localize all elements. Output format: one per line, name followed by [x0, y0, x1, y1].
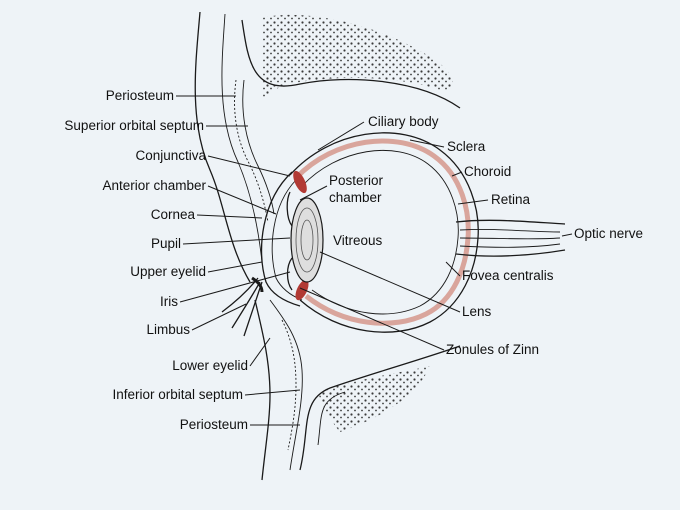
leader-lines	[176, 95, 573, 426]
optic-nerve-shape	[455, 219, 566, 257]
upper-lid-inner	[221, 13, 263, 263]
iris-shape	[286, 191, 293, 291]
lens-ring-2	[300, 219, 314, 261]
optic-nerve-fibers	[459, 228, 561, 248]
eyelid-margin	[251, 276, 264, 293]
label-choroid: Choroid	[464, 164, 512, 179]
label-zonules-of-zinn: Zonules of Zinn	[446, 342, 540, 357]
upper-orbital-bone	[262, 14, 453, 100]
label-superior-orbital-septum: Superior orbital septum	[64, 118, 204, 133]
label-sclera: Sclera	[447, 139, 486, 154]
label-lens: Lens	[462, 304, 492, 319]
label-iris: Iris	[160, 294, 178, 309]
label-limbus: Limbus	[146, 322, 190, 337]
label-ciliary-body: Ciliary body	[368, 114, 439, 129]
label-lower-eyelid: Lower eyelid	[172, 358, 248, 373]
cornea-shape	[260, 171, 301, 307]
label-posterior-chamber: Posterior chamber	[329, 173, 384, 205]
upper-bone-contour	[241, 19, 461, 109]
label-cornea: Cornea	[150, 207, 195, 222]
ciliary-muscle-upper	[293, 170, 307, 194]
lens-ring-1	[295, 207, 319, 273]
label-vitreous: Vitreous	[333, 233, 383, 248]
upper-septum-layer-2	[242, 79, 275, 215]
cornea-inner	[271, 179, 303, 301]
label-pupil: Pupil	[150, 236, 181, 251]
retina-outline	[301, 149, 459, 315]
label-periosteum-bottom: Periosteum	[179, 417, 248, 432]
upper-lid-skin	[194, 11, 251, 283]
ciliary-muscle-lower	[295, 279, 309, 301]
label-anterior-chamber: Anterior chamber	[102, 178, 206, 193]
lower-septum-layer	[281, 319, 297, 451]
lower-lid-inner	[269, 299, 303, 471]
label-periosteum-top: Periosteum	[105, 88, 174, 103]
label-retina: Retina	[491, 192, 531, 207]
label-inferior-orbital-septum: Inferior orbital septum	[112, 387, 243, 402]
lower-bone-inner	[317, 391, 346, 446]
label-optic-nerve: Optic nerve	[574, 226, 644, 241]
lower-orbital-bone	[318, 366, 430, 432]
label-conjunctiva: Conjunctiva	[135, 148, 206, 163]
lower-bone-contour	[299, 345, 461, 471]
label-upper-eyelid: Upper eyelid	[130, 264, 206, 279]
label-fovea-centralis: Fovea centralis	[462, 268, 554, 283]
lower-lid-skin	[254, 299, 271, 481]
